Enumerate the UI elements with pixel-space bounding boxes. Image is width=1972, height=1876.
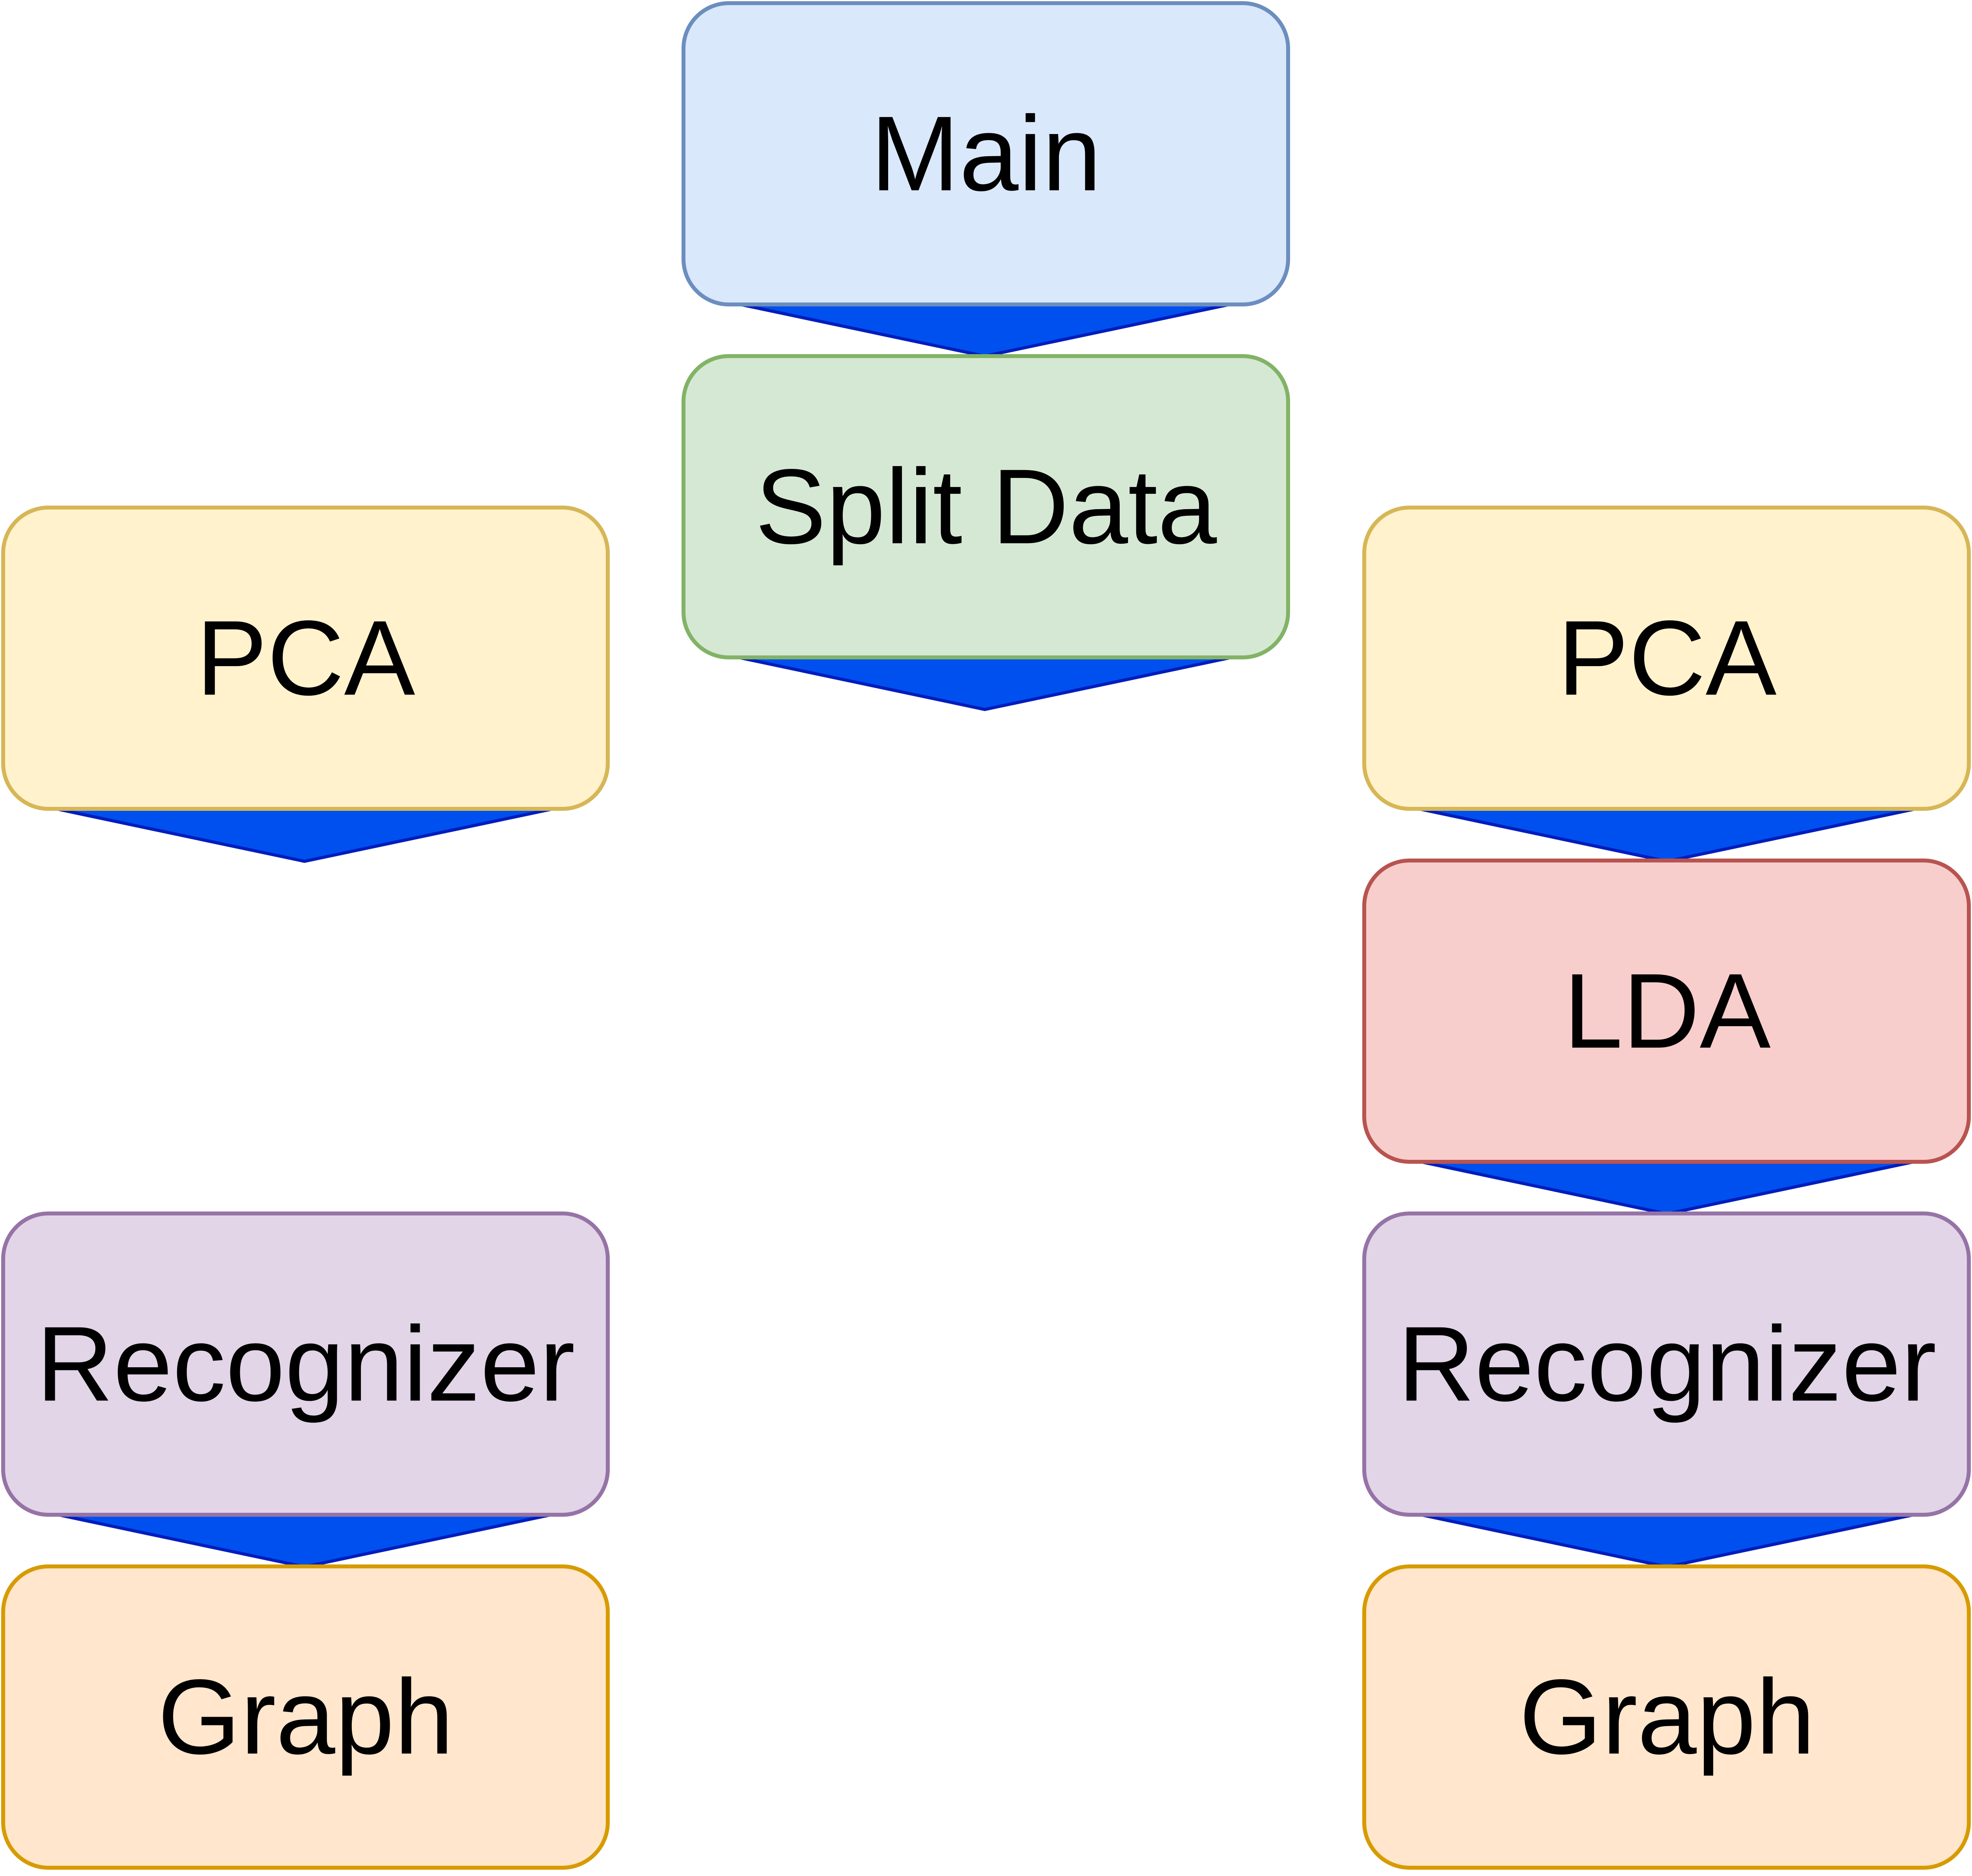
split-data-label: Split Data [755,448,1218,567]
recognizer-left-node: Recognizer [1,1211,610,1517]
main-label: Main [870,95,1101,213]
connector-recognizer-right-to-graph [1415,1512,1920,1569]
graph-right-label: Graph [1519,1658,1815,1777]
graph-left-box [1,1564,610,1870]
split-data-box [682,354,1290,659]
lda-label: LDA [1563,952,1771,1071]
connector-pca-right-to-lda [1415,806,1920,863]
connector-lda-to-recognizer [1415,1159,1920,1216]
recognizer-right-label: Recognizer [1398,1305,1937,1424]
graph-right-box [1362,1564,1971,1870]
pca-left-box [1,506,610,811]
connector-recognizer-left-to-graph [52,1512,557,1569]
pca-left-label: PCA [196,599,415,718]
graph-left-node: Graph [1,1564,610,1870]
main-node: Main [682,1,1290,306]
split-data-node: Split Data [682,354,1290,659]
recognizer-right-box [1362,1211,1971,1517]
graph-left-label: Graph [158,1658,454,1777]
main-box [682,1,1290,306]
connector-main-to-split [732,301,1238,358]
pca-right-label: PCA [1557,599,1777,718]
lda-box [1362,859,1971,1164]
connector-split-out [732,655,1238,711]
lda-node: LDA [1362,859,1971,1164]
graph-right-node: Graph [1362,1564,1971,1870]
pca-left-node: PCA [1,506,610,811]
connector-pca-left-out [52,806,557,863]
pca-right-box [1362,506,1971,811]
pca-right-node: PCA [1362,506,1971,811]
recognizer-left-box [1,1211,610,1517]
recognizer-right-node: Recognizer [1362,1211,1971,1517]
recognizer-left-label: Recognizer [36,1305,575,1424]
